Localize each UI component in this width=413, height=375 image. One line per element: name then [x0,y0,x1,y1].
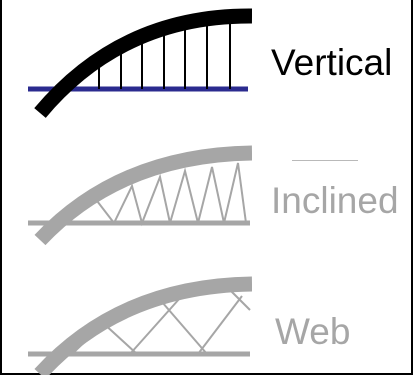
option-label: Inclined [271,180,399,221]
divider [292,160,358,161]
web-arch-icon [28,276,252,375]
option-web[interactable]: Web [2,250,411,375]
inclined-arch-icon [28,145,252,246]
option-inclined[interactable]: Inclined [2,125,411,250]
option-label: Web [275,311,351,352]
vertical-arch-icon [28,8,252,118]
option-vertical[interactable]: Vertical [2,0,411,125]
option-label: Vertical [271,42,393,83]
